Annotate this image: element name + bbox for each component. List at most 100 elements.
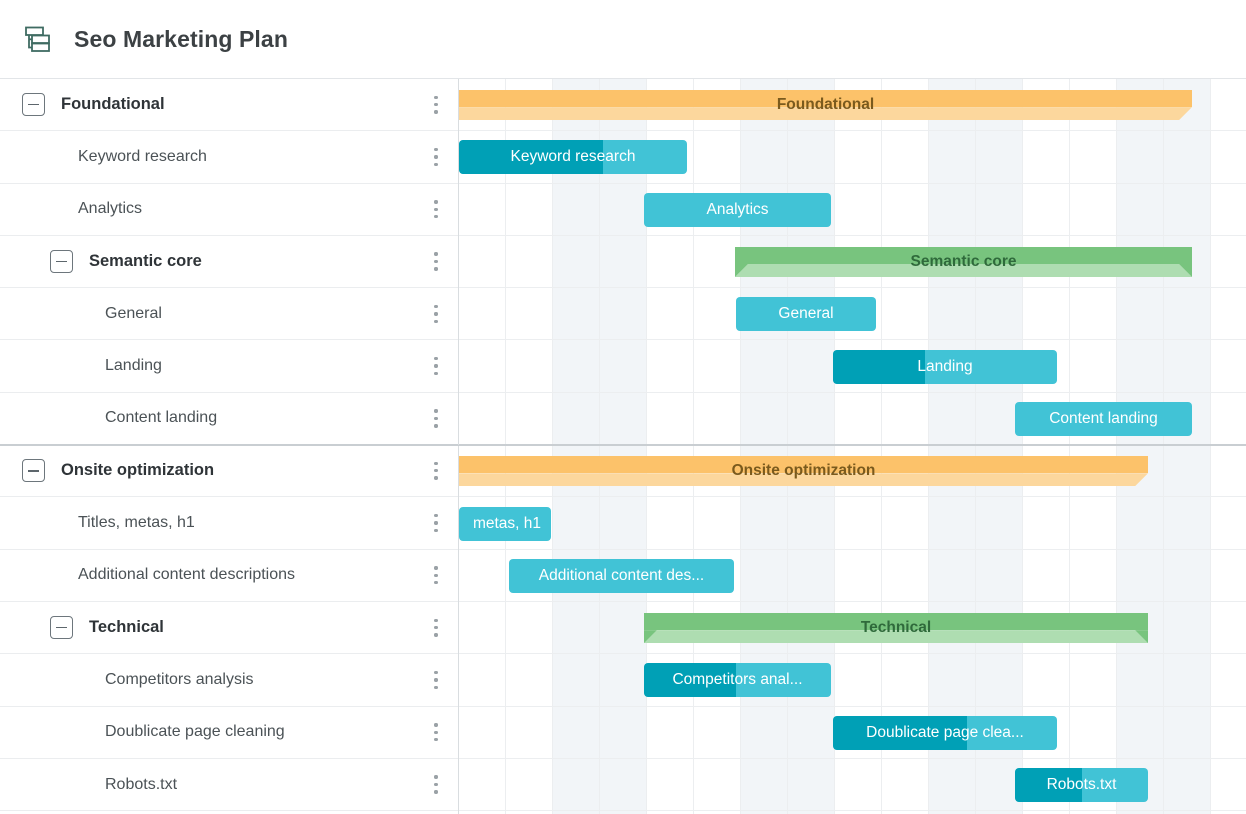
timeline-row: [459, 497, 1246, 550]
task-progress-fill: [644, 663, 736, 698]
gantt-task-bar[interactable]: Analytics: [644, 192, 831, 227]
gantt-task-bar[interactable]: Robots.txt: [1015, 768, 1148, 803]
gantt-task-bar[interactable]: Additional content des...: [509, 558, 734, 593]
timeline-column: [1117, 79, 1164, 814]
task-row[interactable]: Technical: [0, 601, 458, 655]
gantt-project-bar[interactable]: Foundational: [459, 90, 1192, 121]
bar-label: General: [778, 305, 834, 323]
row-menu-icon[interactable]: [428, 355, 444, 377]
task-name: Doublicate page cleaning: [105, 723, 285, 741]
gantt-task-bar[interactable]: Keyword research: [459, 140, 687, 175]
project-bar-top: [735, 247, 1192, 265]
collapse-toggle-icon[interactable]: [50, 250, 73, 274]
timeline-column: [929, 79, 976, 814]
collapse-toggle-icon[interactable]: [22, 459, 45, 483]
task-row[interactable]: Onsite optimization: [0, 445, 458, 498]
row-menu-icon[interactable]: [428, 564, 444, 586]
timeline-column: [647, 79, 694, 814]
collapse-toggle-icon[interactable]: [50, 616, 73, 640]
timeline-column: [835, 79, 882, 814]
gantt-task-bar[interactable]: General: [736, 297, 876, 332]
timeline-column: [553, 79, 600, 814]
bar-label: Content landing: [1049, 409, 1158, 427]
task-progress-fill: [1015, 768, 1082, 803]
row-menu-icon[interactable]: [428, 407, 444, 429]
project-bar-top: [459, 456, 1148, 474]
task-name: Additional content descriptions: [78, 566, 296, 584]
row-menu-icon[interactable]: [428, 303, 444, 325]
gantt-task-bar[interactable]: Content landing: [1015, 401, 1192, 436]
task-row[interactable]: Robots.txt: [0, 758, 458, 812]
bar-label: Landing: [917, 357, 973, 375]
task-row[interactable]: Competitors analysis: [0, 654, 458, 707]
bar-label: metas, h1: [472, 514, 541, 532]
timeline-column: [1070, 79, 1117, 814]
timeline-column: [600, 79, 647, 814]
task-row[interactable]: Keyword research: [0, 131, 458, 184]
task-row[interactable]: Analytics: [0, 183, 458, 236]
task-row[interactable]: Landing: [0, 340, 458, 393]
task-row[interactable]: Doublicate page cleaning: [0, 706, 458, 759]
gantt-task-bar[interactable]: Competitors anal...: [644, 663, 831, 698]
row-menu-icon[interactable]: [428, 460, 444, 482]
timeline-row: [459, 79, 1246, 132]
row-menu-icon[interactable]: [428, 721, 444, 743]
timeline-row: [459, 340, 1246, 393]
bar-label: Analytics: [706, 200, 769, 218]
timeline-column: [459, 79, 506, 814]
task-row[interactable]: Additional content descriptions: [0, 549, 458, 602]
task-name: Competitors analysis: [105, 670, 254, 688]
bar-label: Technical: [860, 619, 932, 637]
task-name: General: [105, 304, 162, 322]
timeline-column: [882, 79, 929, 814]
timeline-row: [459, 550, 1246, 602]
task-row[interactable]: General: [0, 288, 458, 341]
bar-label: Doublicate page clea...: [866, 723, 1024, 741]
task-progress-fill: [833, 715, 968, 750]
row-menu-icon[interactable]: [428, 146, 444, 168]
gantt-task-bar[interactable]: Doublicate page clea...: [833, 715, 1057, 750]
row-menu-icon[interactable]: [428, 94, 444, 116]
timeline-row: [459, 236, 1246, 289]
task-row[interactable]: Foundational: [0, 79, 458, 132]
timeline-row: [459, 131, 1246, 184]
task-row[interactable]: Content landing: [0, 392, 458, 446]
bar-label: Additional content des...: [538, 566, 705, 584]
row-menu-icon[interactable]: [428, 251, 444, 273]
gantt-project-bar[interactable]: Semantic core: [735, 247, 1192, 278]
task-name: Keyword research: [78, 147, 207, 165]
gantt-task-bar[interactable]: metas, h1: [459, 506, 551, 541]
gantt-project-bar[interactable]: Onsite optimization: [459, 456, 1148, 487]
gantt-chart-icon: [22, 22, 56, 56]
task-row[interactable]: Titles, metas, h1: [0, 497, 458, 550]
timeline-row: [459, 759, 1246, 812]
row-menu-icon[interactable]: [428, 512, 444, 534]
gantt-task-bar[interactable]: Landing: [833, 349, 1057, 384]
row-menu-icon[interactable]: [428, 774, 444, 796]
gantt-project-bar[interactable]: Technical: [644, 613, 1148, 644]
row-menu-icon[interactable]: [428, 669, 444, 691]
project-bar-top: [644, 613, 1148, 631]
timeline-column: [694, 79, 741, 814]
timeline-column: [506, 79, 553, 814]
collapse-toggle-icon[interactable]: [22, 93, 45, 117]
task-name: Titles, metas, h1: [78, 514, 195, 532]
task-row[interactable]: Semantic core: [0, 235, 458, 289]
row-menu-icon[interactable]: [428, 198, 444, 220]
project-bar-top: [459, 90, 1192, 108]
row-menu-icon[interactable]: [428, 617, 444, 639]
bar-label: Onsite optimization: [731, 462, 876, 480]
app-header: Seo Marketing Plan: [0, 0, 1246, 79]
bar-label: Robots.txt: [1046, 776, 1117, 794]
section-divider: [0, 445, 1246, 447]
task-name: Semantic core: [89, 252, 202, 271]
project-bar-taper: [459, 473, 1148, 486]
task-progress-fill: [459, 140, 603, 175]
task-progress-fill: [833, 349, 925, 384]
page-title: Seo Marketing Plan: [74, 25, 288, 52]
bar-label: Competitors anal...: [672, 671, 803, 689]
